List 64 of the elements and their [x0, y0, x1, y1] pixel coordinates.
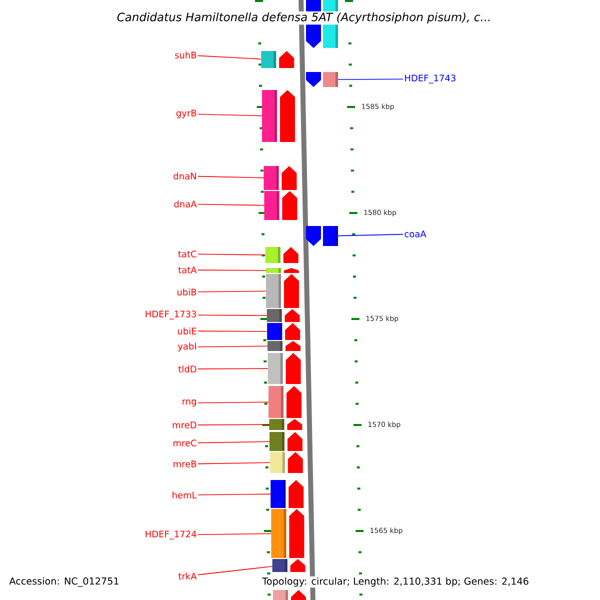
- gene-bar: [264, 166, 297, 190]
- leader-line: [198, 314, 268, 316]
- leader-line: [198, 346, 268, 348]
- leader-line: [198, 368, 268, 370]
- gene-label: suhB: [175, 52, 196, 58]
- gene-label: dnaN: [174, 172, 196, 180]
- gene-label: HDEF_1724: [146, 530, 196, 540]
- leader-line: [198, 424, 270, 426]
- gene-label: HDEF_1743: [405, 74, 456, 84]
- leader-line: [198, 204, 265, 206]
- gene-label: tatA: [178, 266, 197, 274]
- gene-bar: [266, 274, 299, 308]
- gene-bar: [270, 432, 302, 451]
- gene-bar: [265, 247, 298, 263]
- gene-label: coaA: [404, 230, 426, 238]
- leader-line: [338, 234, 404, 236]
- leader-line: [198, 114, 262, 116]
- gene-bar: [266, 309, 300, 322]
- gene-label: tldD: [178, 366, 196, 372]
- gene-label: yabI: [178, 342, 196, 352]
- gene-label: gyrB: [176, 110, 196, 118]
- leader-line: [198, 402, 269, 404]
- gene-bar: [306, 226, 338, 246]
- gene-bar: [267, 323, 300, 340]
- gene-bar: [261, 51, 294, 68]
- gene-label: mreC: [174, 440, 196, 446]
- leader-line: [198, 566, 273, 576]
- gene-bar: [264, 191, 298, 220]
- footer-text: Accession: NC_012751: [9, 577, 118, 587]
- gene-bar: [269, 419, 302, 430]
- leader-line: [198, 270, 266, 271]
- gene-bar: [271, 509, 304, 558]
- gene-bar: [306, 72, 338, 87]
- gene-label: trkA: [178, 572, 197, 580]
- gene-label: rng: [182, 400, 196, 406]
- gene-label: tatC: [178, 250, 196, 258]
- gene-bar: [262, 90, 295, 142]
- gene-label: hemL: [172, 492, 197, 498]
- gene-bar: [272, 559, 306, 572]
- leader-line: [198, 290, 266, 292]
- leader-line: [198, 462, 270, 464]
- leader-line: [198, 494, 271, 496]
- gene-label: mreB: [174, 460, 196, 468]
- gene-bar: [268, 341, 300, 351]
- gene-bar: [270, 480, 304, 508]
- gene-bar: [273, 590, 306, 600]
- gene-bar: [268, 353, 301, 384]
- gene-label: dnaA: [174, 200, 197, 208]
- leader-line: [198, 254, 266, 256]
- gene-bar: [270, 452, 303, 473]
- gene-label: mreD: [172, 422, 196, 428]
- title: Candidatus Hamiltonella defensa 5AT (Acyrthosiphon pisum), c...: [116, 11, 492, 25]
- gene-label: ubiB: [177, 288, 196, 296]
- footer-text: Topology: circular; Length: 2,110,331 bp; Genes: 2,146: [261, 576, 530, 588]
- leader-line: [338, 78, 404, 80]
- leader-line: [198, 176, 264, 178]
- leader-line: [198, 441, 270, 444]
- gene-bar: [266, 268, 299, 273]
- leader-line: [198, 330, 268, 332]
- leader-line: [198, 55, 262, 60]
- gene-label: HDEF_1733: [146, 310, 196, 320]
- leader-line: [198, 533, 272, 536]
- gene-label: ubiE: [178, 328, 196, 334]
- gene-bar: [268, 386, 302, 418]
